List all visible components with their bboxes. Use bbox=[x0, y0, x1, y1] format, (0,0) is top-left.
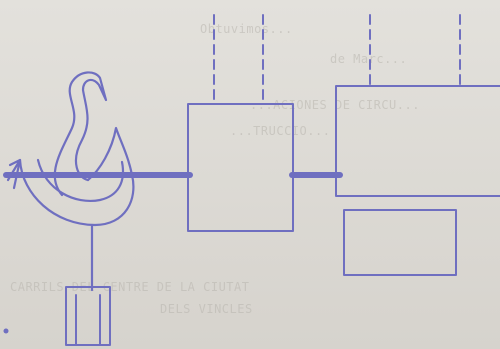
dashed-lines-middle bbox=[213, 14, 264, 105]
bleed-text-6: DELS VINCLES bbox=[160, 302, 253, 316]
small-box bbox=[343, 209, 457, 276]
pedestal-icon bbox=[65, 286, 111, 346]
swan-figure-icon bbox=[6, 71, 135, 292]
bleed-text-5: CARRILS DEL CENTRE DE LA CIUTAT bbox=[10, 280, 250, 294]
bleed-text-4: ...TRUCCIO... bbox=[230, 124, 331, 138]
middle-box bbox=[187, 103, 294, 232]
dot-marker bbox=[3, 328, 9, 334]
dashed-lines-right bbox=[369, 14, 461, 87]
bleed-text-1: Obtuvimos... bbox=[200, 22, 293, 36]
bleed-text-2: de Marc... bbox=[330, 52, 408, 66]
right-large-box bbox=[335, 85, 500, 197]
